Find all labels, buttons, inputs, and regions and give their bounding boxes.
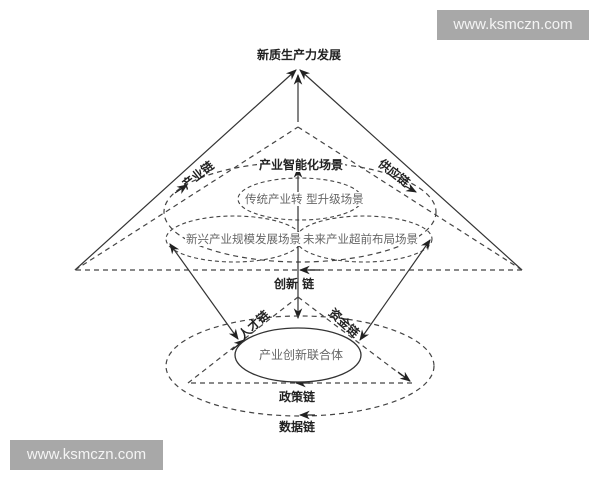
lower-dashed-ellipse bbox=[165, 315, 435, 417]
innovation-chain-label: 创新 链 bbox=[274, 277, 315, 291]
traditional-scene-label: 传统产业转 型升级场景 bbox=[244, 192, 365, 206]
inner-dashed-triangle bbox=[74, 126, 523, 271]
policy-chain-label: 政策链 bbox=[279, 390, 316, 404]
ellipse-arrow-icon bbox=[404, 183, 417, 193]
watermark-bottom-left: www.ksmczn.com bbox=[10, 440, 163, 470]
data-chain-label: 数据链 bbox=[279, 420, 316, 434]
core-label: 产业创新联合体 bbox=[258, 348, 345, 362]
talent-link bbox=[169, 243, 239, 340]
lower-arrow-icon bbox=[397, 371, 411, 382]
future-scene-label: 未来产业超前布局场景 bbox=[302, 232, 419, 246]
future-scene-ellipse bbox=[295, 215, 433, 263]
emerging-scene-label: 新兴产业规模发展场景 bbox=[185, 232, 302, 246]
capital-link bbox=[359, 239, 431, 341]
outer-triangle bbox=[74, 69, 523, 271]
title-label: 新质生产力发展 bbox=[257, 48, 342, 62]
main-scene-label: 产业智能化场景 bbox=[257, 158, 346, 172]
ellipse-arrow-icon bbox=[174, 184, 188, 194]
watermark-top-right: www.ksmczn.com bbox=[437, 10, 589, 40]
